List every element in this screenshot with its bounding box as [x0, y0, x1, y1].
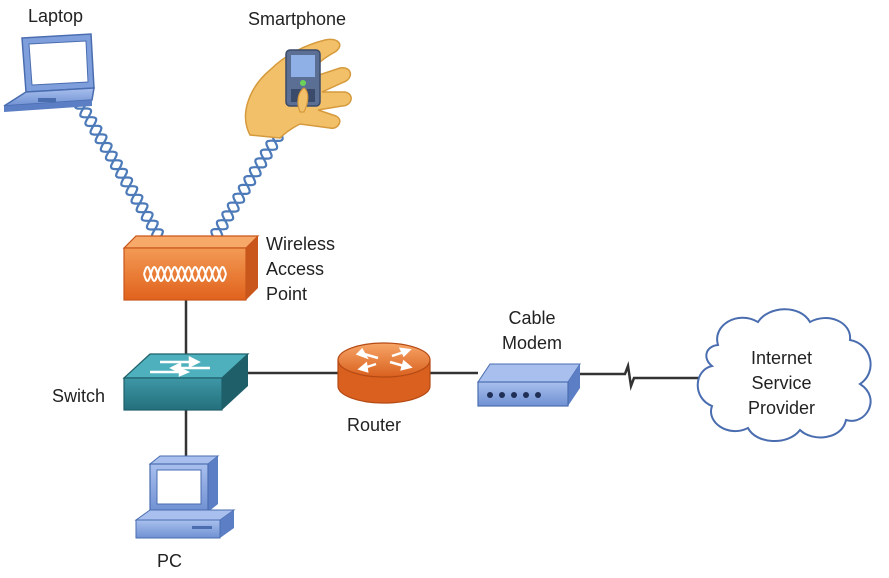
cable-modem-icon [477, 363, 581, 407]
smartphone-label: Smartphone [248, 9, 347, 29]
wireless-wave-laptop-b [77, 98, 161, 240]
smartphone-in-hand-icon [244, 38, 352, 139]
router-label: Router [347, 415, 402, 435]
wireless-links [73, 98, 284, 240]
pc-label: PC [157, 551, 183, 571]
wireless-access-point-icon [122, 235, 260, 301]
switch-label: Switch [52, 386, 106, 406]
cable-modem-label: Cable Modem [502, 308, 563, 353]
desktop-pc-icon [134, 455, 236, 539]
wireless-access-point-label: Wireless Access Point [266, 234, 336, 304]
laptop-label: Laptop [28, 6, 84, 26]
laptop-icon [3, 33, 95, 112]
switch-icon [122, 353, 250, 411]
router-icon [337, 342, 431, 404]
wireless-wave-smartphone-b [210, 131, 284, 239]
cloud-icon [696, 308, 872, 443]
link-modem-isp [578, 361, 705, 391]
isp-label: Internet Service Provider [748, 348, 816, 418]
wired-links [184, 298, 705, 462]
